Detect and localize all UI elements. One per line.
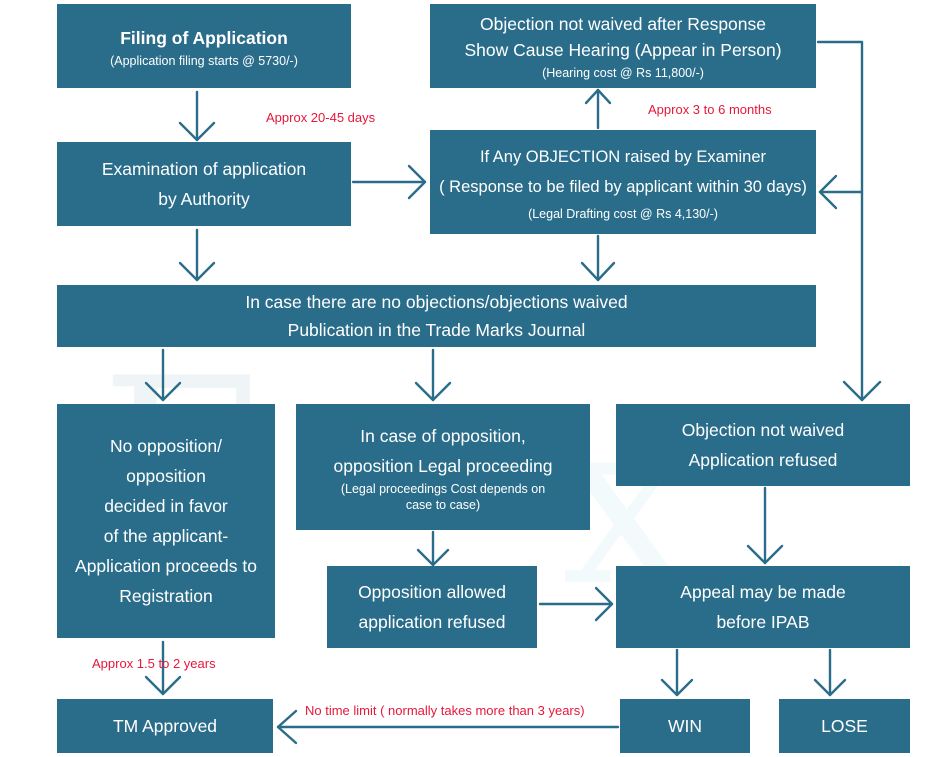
objection-line: ( Response to be filed by applicant with… [439,178,807,196]
note-registration-time: Approx 1.5 to 2 years [92,656,216,671]
publication-box: In case there are no objections/objectio… [57,285,816,347]
hearing-cost: (Hearing cost @ Rs 11,800/-) [542,66,704,80]
opposition-allowed-line: Opposition allowed [358,582,506,602]
show-cause-line: Objection not waived after Response [480,14,766,34]
opposition-allowed-line: application refused [358,612,506,632]
examination-line: by Authority [158,189,250,209]
publication-line: Publication in the Trade Marks Journal [287,320,586,340]
no-opposition-line: Registration [119,586,213,606]
filing-cost: (Application filing starts @ 5730/-) [110,54,298,68]
examination-box: Examination of application by Authority [57,142,351,226]
appeal-line: Appeal may be made [680,582,846,602]
show-cause-line: Show Cause Hearing (Appear in Person) [464,40,782,60]
no-opposition-line: decided in favor [104,496,228,516]
no-opposition-line: Application proceeds to [75,556,257,576]
show-cause-hearing-box: Objection not waived after Response Show… [430,4,816,88]
publication-line: In case there are no objections/objectio… [245,292,628,312]
appeal-line: before IPAB [716,612,810,632]
opposition-proceeding-box: In case of opposition, opposition Legal … [296,404,590,530]
opposition-cost-line: case to case) [405,498,481,512]
opposition-cost-line: (Legal proceedings Cost depends on [340,482,546,496]
objection-raised-box: If Any OBJECTION raised by Examiner ( Re… [430,130,816,234]
win-label: WIN [667,716,703,736]
lose-label: LOSE [821,716,868,736]
objection-refused-box: Objection not waived Application refused [616,404,910,486]
note-win-to-approved: No time limit ( normally takes more than… [305,703,585,718]
examination-line: Examination of application [101,159,307,179]
tm-approved-box: TM Approved [57,699,273,753]
opposition-allowed-box: Opposition allowed application refused [327,566,537,648]
note-filing-to-exam: Approx 20-45 days [266,110,376,125]
lose-box: LOSE [779,699,910,753]
no-opposition-line: of the applicant- [103,526,229,546]
no-opposition-line: No opposition/ [110,436,222,456]
filing-application-box: Filing of Application (Application filin… [57,4,351,88]
opposition-line: In case of opposition, [360,426,526,446]
win-box: WIN [620,699,750,753]
legal-drafting-cost: (Legal Drafting cost @ Rs 4,130/-) [528,207,718,221]
no-opposition-box: No opposition/ opposition decided in fav… [57,404,275,638]
objection-line: If Any OBJECTION raised by Examiner [479,148,767,166]
note-objection-to-hearing: Approx 3 to 6 months [648,102,772,117]
appeal-box: Appeal may be made before IPAB [616,566,910,648]
no-opposition-line: opposition [126,466,206,486]
objection-refused-line: Objection not waived [681,420,845,440]
filing-title: Filing of Application [120,28,288,48]
objection-refused-line: Application refused [688,450,838,470]
opposition-line: opposition Legal proceeding [333,456,553,476]
tm-approved-label: TM Approved [112,716,218,736]
